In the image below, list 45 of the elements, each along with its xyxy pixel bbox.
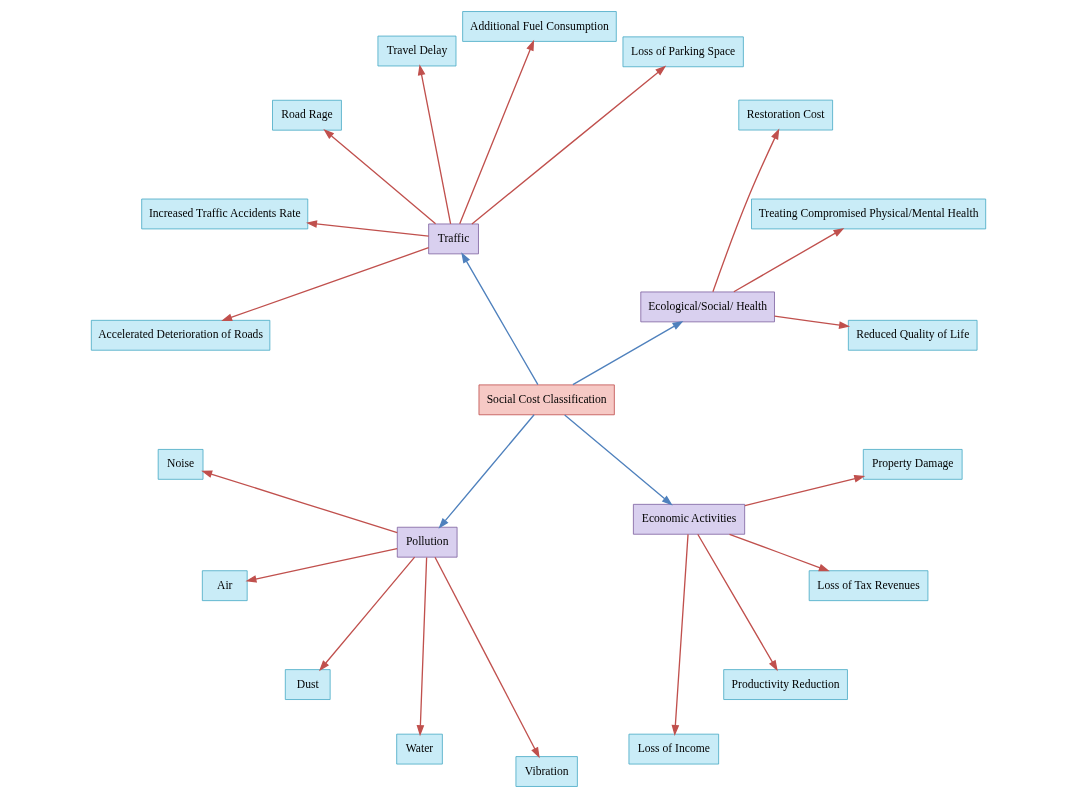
node-box: Vibration (515, 756, 578, 787)
arrow (733, 227, 845, 293)
arrow (461, 252, 539, 386)
node-box: Loss of Income (628, 733, 720, 765)
node-box: Traffic (428, 223, 479, 255)
node-box: Increased Traffic Accidents Rate (141, 198, 309, 230)
arrow (323, 129, 437, 225)
arrow (306, 220, 430, 237)
node-box: Noise (157, 449, 204, 480)
arrow (471, 65, 667, 225)
arrow (572, 320, 684, 386)
node-box: Treating Compromised Physical/Mental Health (751, 198, 987, 230)
node-box: Travel Delay (377, 35, 457, 67)
node-box: Road Rage (272, 99, 342, 131)
node-box: Productivity Reduction (723, 669, 848, 700)
arrow (417, 64, 452, 225)
node-box: Economic Activities (632, 503, 746, 535)
node-box: Ecological/Social/ Health (640, 291, 775, 323)
node-box: Social Cost Classification (478, 384, 615, 416)
node-box: Dust (284, 669, 331, 700)
node-box: Air (201, 570, 248, 602)
arrow (564, 414, 673, 506)
arrow (201, 470, 398, 534)
node-box: Water (396, 733, 443, 765)
arrow (245, 548, 398, 583)
node-box: Additional Fuel Consumption (462, 11, 617, 42)
node-box: Property Damage (862, 449, 963, 480)
arrow (697, 533, 778, 672)
arrow (773, 315, 851, 329)
arrow (221, 247, 430, 321)
node-box: Loss of Tax Revenues (808, 570, 929, 602)
node-box: Loss of Parking Space (622, 36, 744, 68)
arrow (434, 556, 540, 759)
arrow (319, 556, 416, 672)
arrow (744, 474, 866, 507)
node-box: Restoration Cost (738, 99, 834, 131)
node-box: Accelerated Deterioration of Roads (90, 319, 271, 351)
arrow (728, 533, 830, 572)
arrow (438, 414, 535, 529)
arrow (671, 533, 689, 736)
arrow (712, 128, 780, 293)
node-box: Pollution (396, 526, 458, 558)
node-box: Reduced Quality of Life (847, 319, 978, 351)
arrow (416, 556, 428, 737)
arrow (459, 39, 535, 225)
